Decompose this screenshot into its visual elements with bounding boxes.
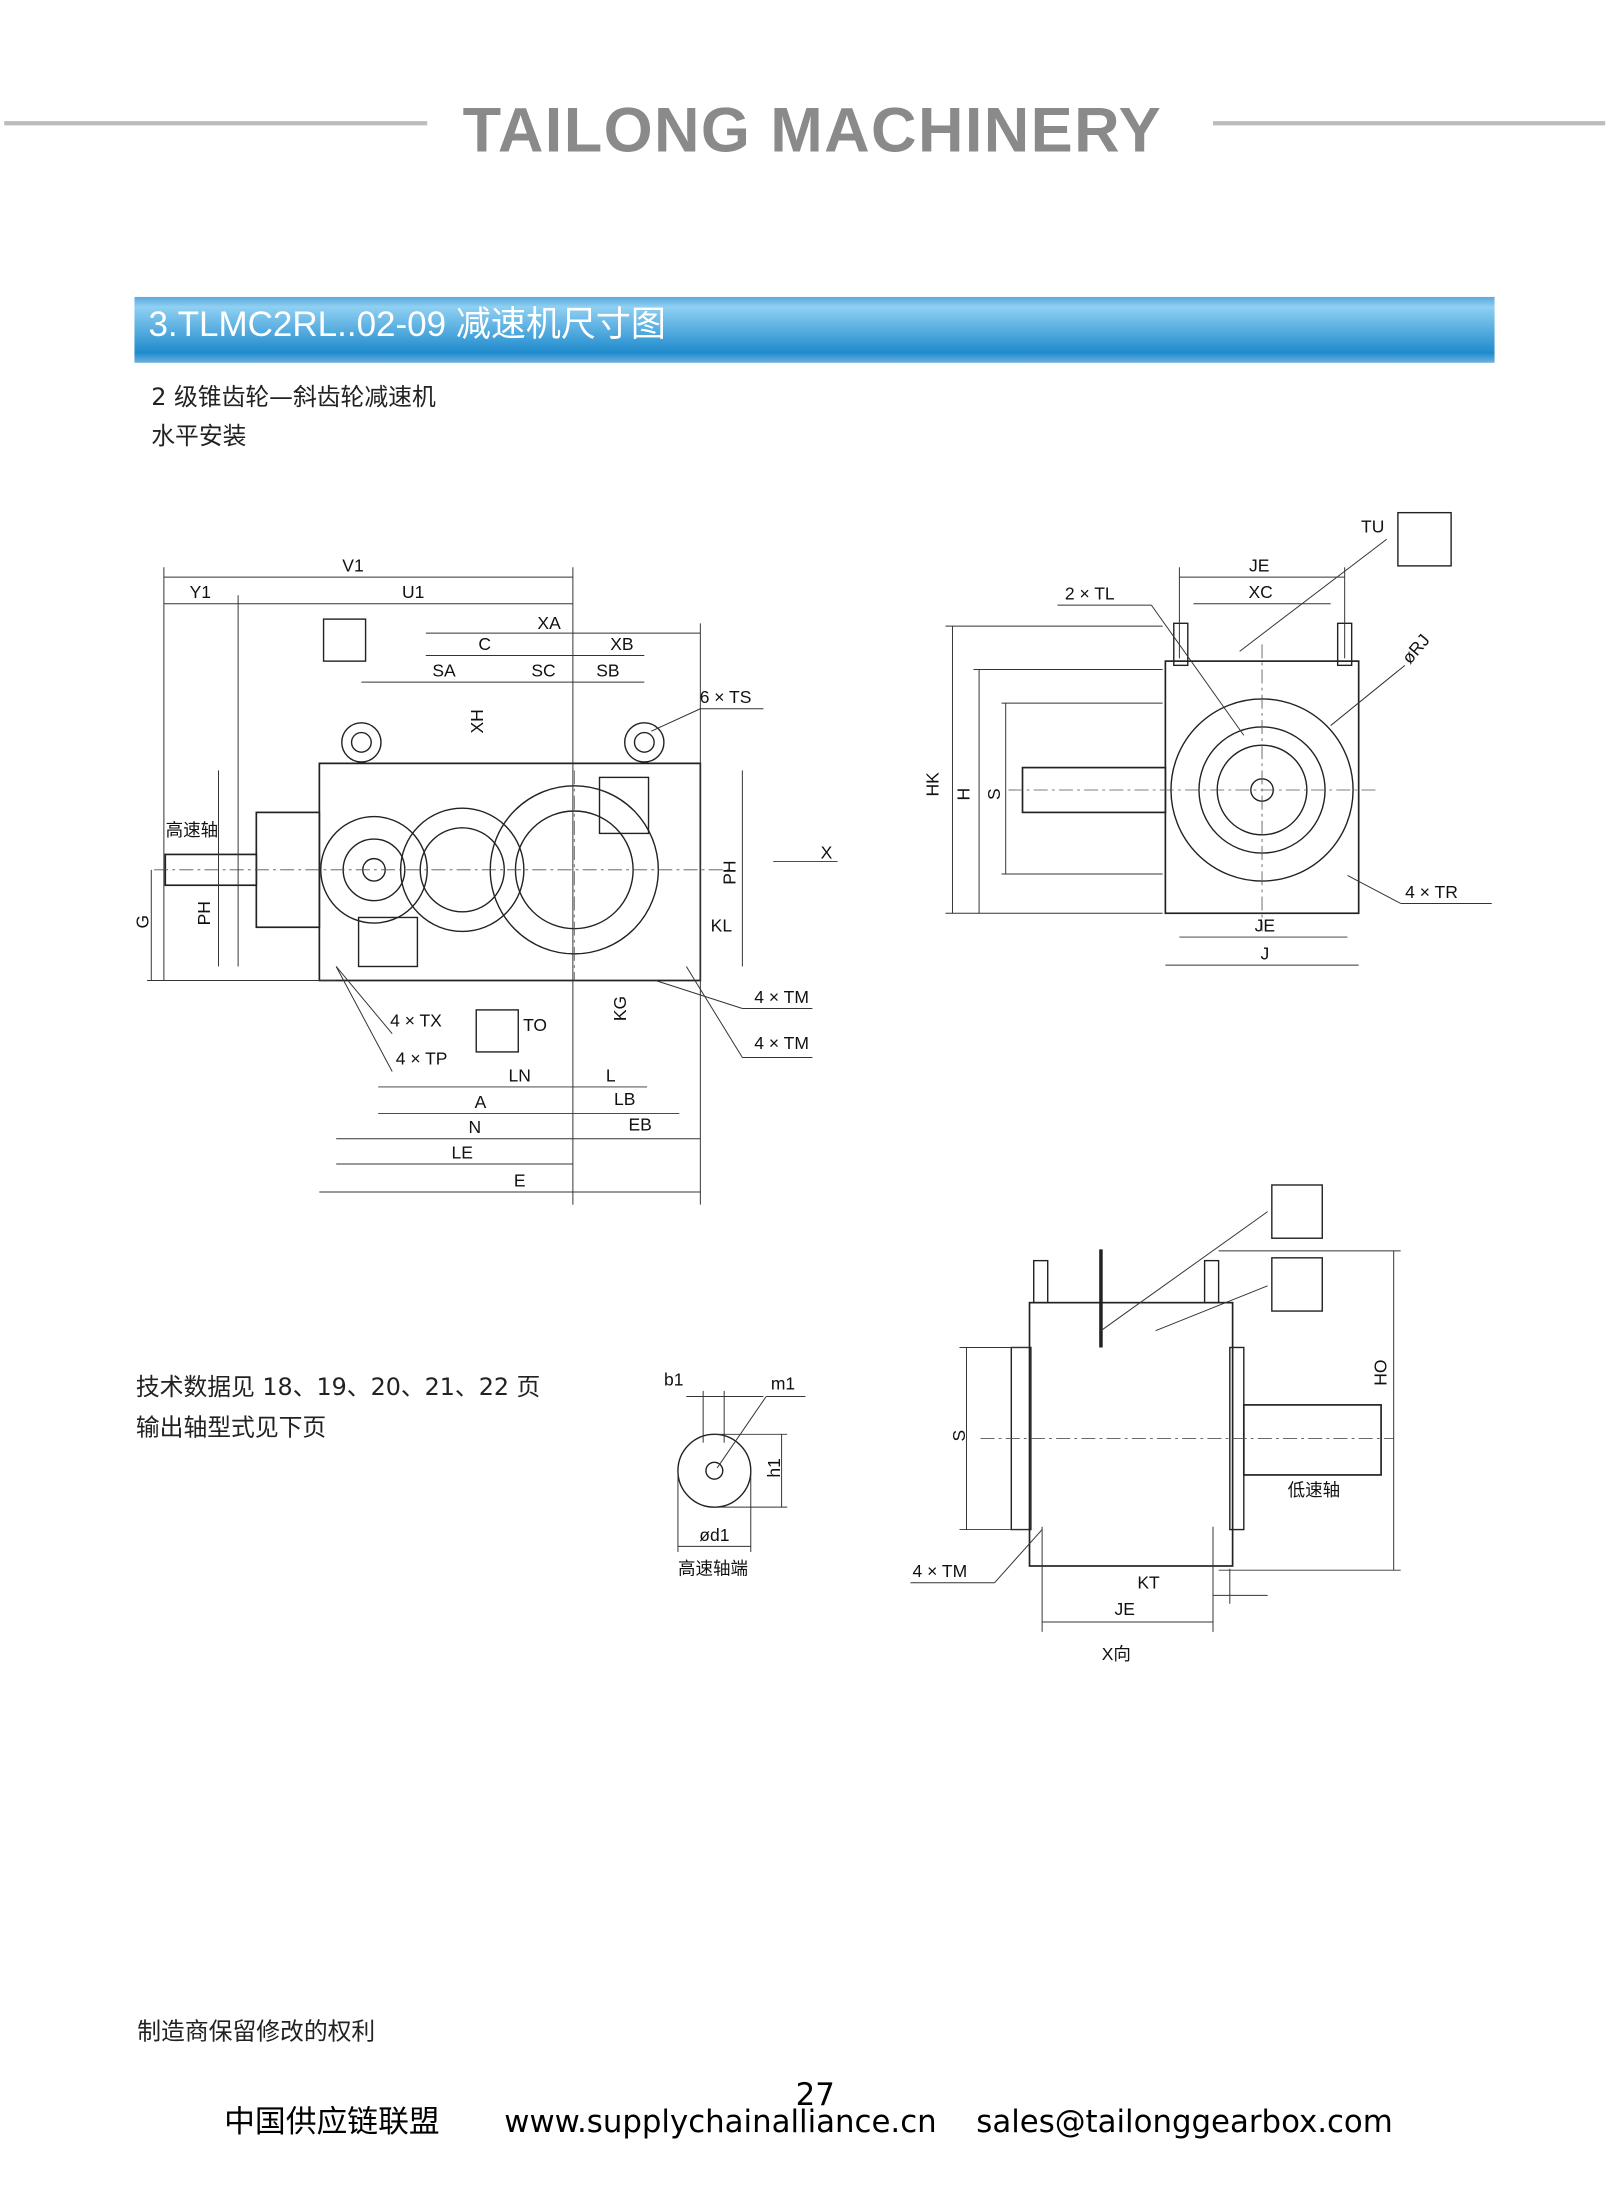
front-view-labels: V1 Y1 U1 XA C XB SA SC SB XH 6 × TS 高速轴 …: [132, 555, 832, 1190]
bottom-view-drawing: [910, 1184, 1401, 1632]
dim-ph-right: PH: [719, 860, 739, 884]
dim-h1: h1: [764, 1458, 784, 1477]
front-view-drawing: [147, 567, 838, 1205]
dim-sb: SB: [596, 661, 619, 681]
dim-4tr: 4 × TR: [1405, 882, 1458, 902]
note-shaft-type: 输出轴型式见下页: [136, 1414, 326, 1442]
dim-je-bottom: JE: [1255, 915, 1275, 935]
dim-y1: Y1: [190, 582, 211, 602]
dim-n: N: [469, 1117, 482, 1137]
dim-sa: SA: [432, 661, 456, 681]
dim-ph-left: PH: [194, 901, 214, 925]
dim-kg: KG: [610, 996, 630, 1021]
dim-e: E: [514, 1170, 526, 1190]
side-view-drawing: [945, 511, 1492, 966]
dim-h: H: [953, 788, 973, 801]
dim-2tl: 2 × TL: [1065, 584, 1115, 604]
subtitle-mounting: 水平安装: [151, 422, 246, 450]
shaft-end-drawing: [677, 1390, 806, 1552]
note-tech-data: 技术数据见 18、19、20、21、22 页: [136, 1373, 541, 1401]
dim-4tm-bottom: 4 × TM: [913, 1561, 968, 1581]
dim-xc: XC: [1248, 582, 1272, 602]
dim-sc: SC: [531, 661, 555, 681]
dim-j: J: [1260, 943, 1269, 963]
subtitle-type: 2 级锥齿轮—斜齿轮减速机: [151, 383, 436, 411]
section-banner: [134, 296, 1495, 363]
page-number: 27: [796, 2077, 835, 2113]
footer-website[interactable]: www.supplychainalliance.cn: [504, 2104, 936, 2140]
dim-to: TO: [523, 1015, 547, 1035]
dim-ln: LN: [508, 1065, 530, 1085]
dim-s-side: S: [984, 788, 1004, 800]
dim-l: L: [606, 1065, 616, 1085]
label-ls-shaft: 低速轴: [1288, 1480, 1341, 1500]
dim-eb: EB: [628, 1114, 651, 1134]
dim-v1: V1: [342, 555, 363, 575]
dim-kl: KL: [711, 915, 733, 935]
footer-email[interactable]: sales@tailonggearbox.com: [976, 2104, 1392, 2140]
shaft-end-labels: b1 m1 h1 ød1 高速轴端: [664, 1369, 795, 1578]
footer-alliance: 中国供应链联盟: [224, 2104, 440, 2140]
dim-m1: m1: [771, 1373, 795, 1393]
section-title: 3.TLMC2RL..02-09 减速机尺寸图: [148, 305, 665, 344]
dim-4tp: 4 × TP: [396, 1049, 448, 1069]
header: TAILONG MACHINERY: [4, 95, 1606, 165]
dim-ho: HO: [1371, 1360, 1391, 1386]
dim-4tm-b: 4 × TM: [754, 1033, 809, 1053]
dim-x: X: [821, 843, 833, 863]
dim-s-bottom: S: [949, 1430, 969, 1442]
dim-tu: TU: [1361, 516, 1384, 536]
dim-c: C: [478, 634, 491, 654]
dim-kt: KT: [1137, 1572, 1160, 1592]
dim-4tm-a: 4 × TM: [754, 987, 809, 1007]
dim-rj: øRJ: [1398, 630, 1434, 667]
label-hs-shaft: 高速轴: [166, 820, 219, 840]
dim-je-top: JE: [1249, 555, 1269, 575]
dim-b1: b1: [664, 1369, 683, 1389]
footer-rights: 制造商保留修改的权利: [137, 2017, 375, 2045]
dim-a: A: [475, 1092, 487, 1112]
dim-lb: LB: [614, 1089, 635, 1109]
dim-le: LE: [452, 1142, 473, 1162]
brand-title: TAILONG MACHINERY: [463, 95, 1162, 165]
bottom-view-labels: S HO 低速轴 4 × TM KT JE X向: [913, 1360, 1391, 1664]
shaft-end-caption: 高速轴端: [678, 1558, 748, 1578]
dim-hk: HK: [922, 772, 942, 797]
dim-xa: XA: [537, 613, 561, 633]
dim-u1: U1: [402, 582, 424, 602]
dim-je-x: JE: [1115, 1599, 1135, 1619]
dim-g: G: [132, 915, 152, 929]
dim-6ts: 6 × TS: [700, 687, 752, 707]
dim-xb: XB: [610, 634, 633, 654]
dim-4tx: 4 × TX: [390, 1011, 442, 1031]
bottom-view-caption: X向: [1102, 1644, 1131, 1664]
dim-xh: XH: [467, 709, 487, 733]
dim-d1: ød1: [699, 1525, 729, 1545]
